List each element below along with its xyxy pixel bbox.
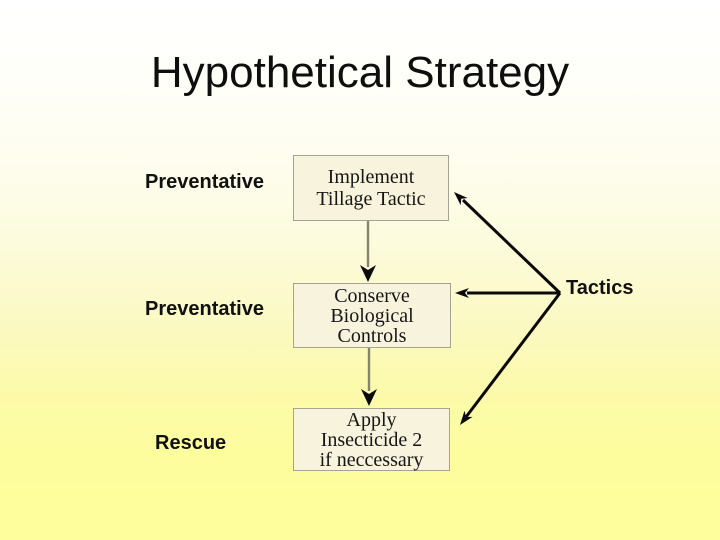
- down-arrow-icon: [361, 348, 377, 406]
- flow-box-line: Tillage Tactic: [316, 188, 426, 210]
- flow-box-line: if neccessary: [319, 449, 424, 471]
- stage-label-rescue: Rescue: [155, 432, 227, 454]
- flow-box-line: Biological: [330, 305, 414, 327]
- down-arrow-icon: [360, 221, 376, 282]
- tactics-arrow-middle-icon: [455, 288, 560, 298]
- slide-title: Hypothetical Strategy: [150, 48, 570, 97]
- flow-box-implement-tillage: Implement Tillage Tactic: [293, 155, 449, 221]
- flow-box-apply-insecticide: Apply Insecticide 2 if neccessary: [293, 408, 450, 471]
- tactics-arrow-upper-icon: [454, 192, 562, 295]
- flow-box-line: Controls: [337, 325, 407, 347]
- flow-box-conserve-biological: Conserve Biological Controls: [293, 283, 451, 348]
- flow-box-line: Apply: [346, 409, 397, 431]
- tactics-label: Tactics: [566, 277, 634, 299]
- stage-label-preventative-2: Preventative: [145, 298, 264, 320]
- tactics-arrow-lower-icon: [460, 292, 562, 425]
- flow-box-line: Implement: [327, 166, 415, 188]
- flow-box-line: Conserve: [334, 285, 410, 307]
- stage-label-preventative-1: Preventative: [145, 171, 264, 193]
- flow-box-line: Insecticide 2: [320, 429, 423, 451]
